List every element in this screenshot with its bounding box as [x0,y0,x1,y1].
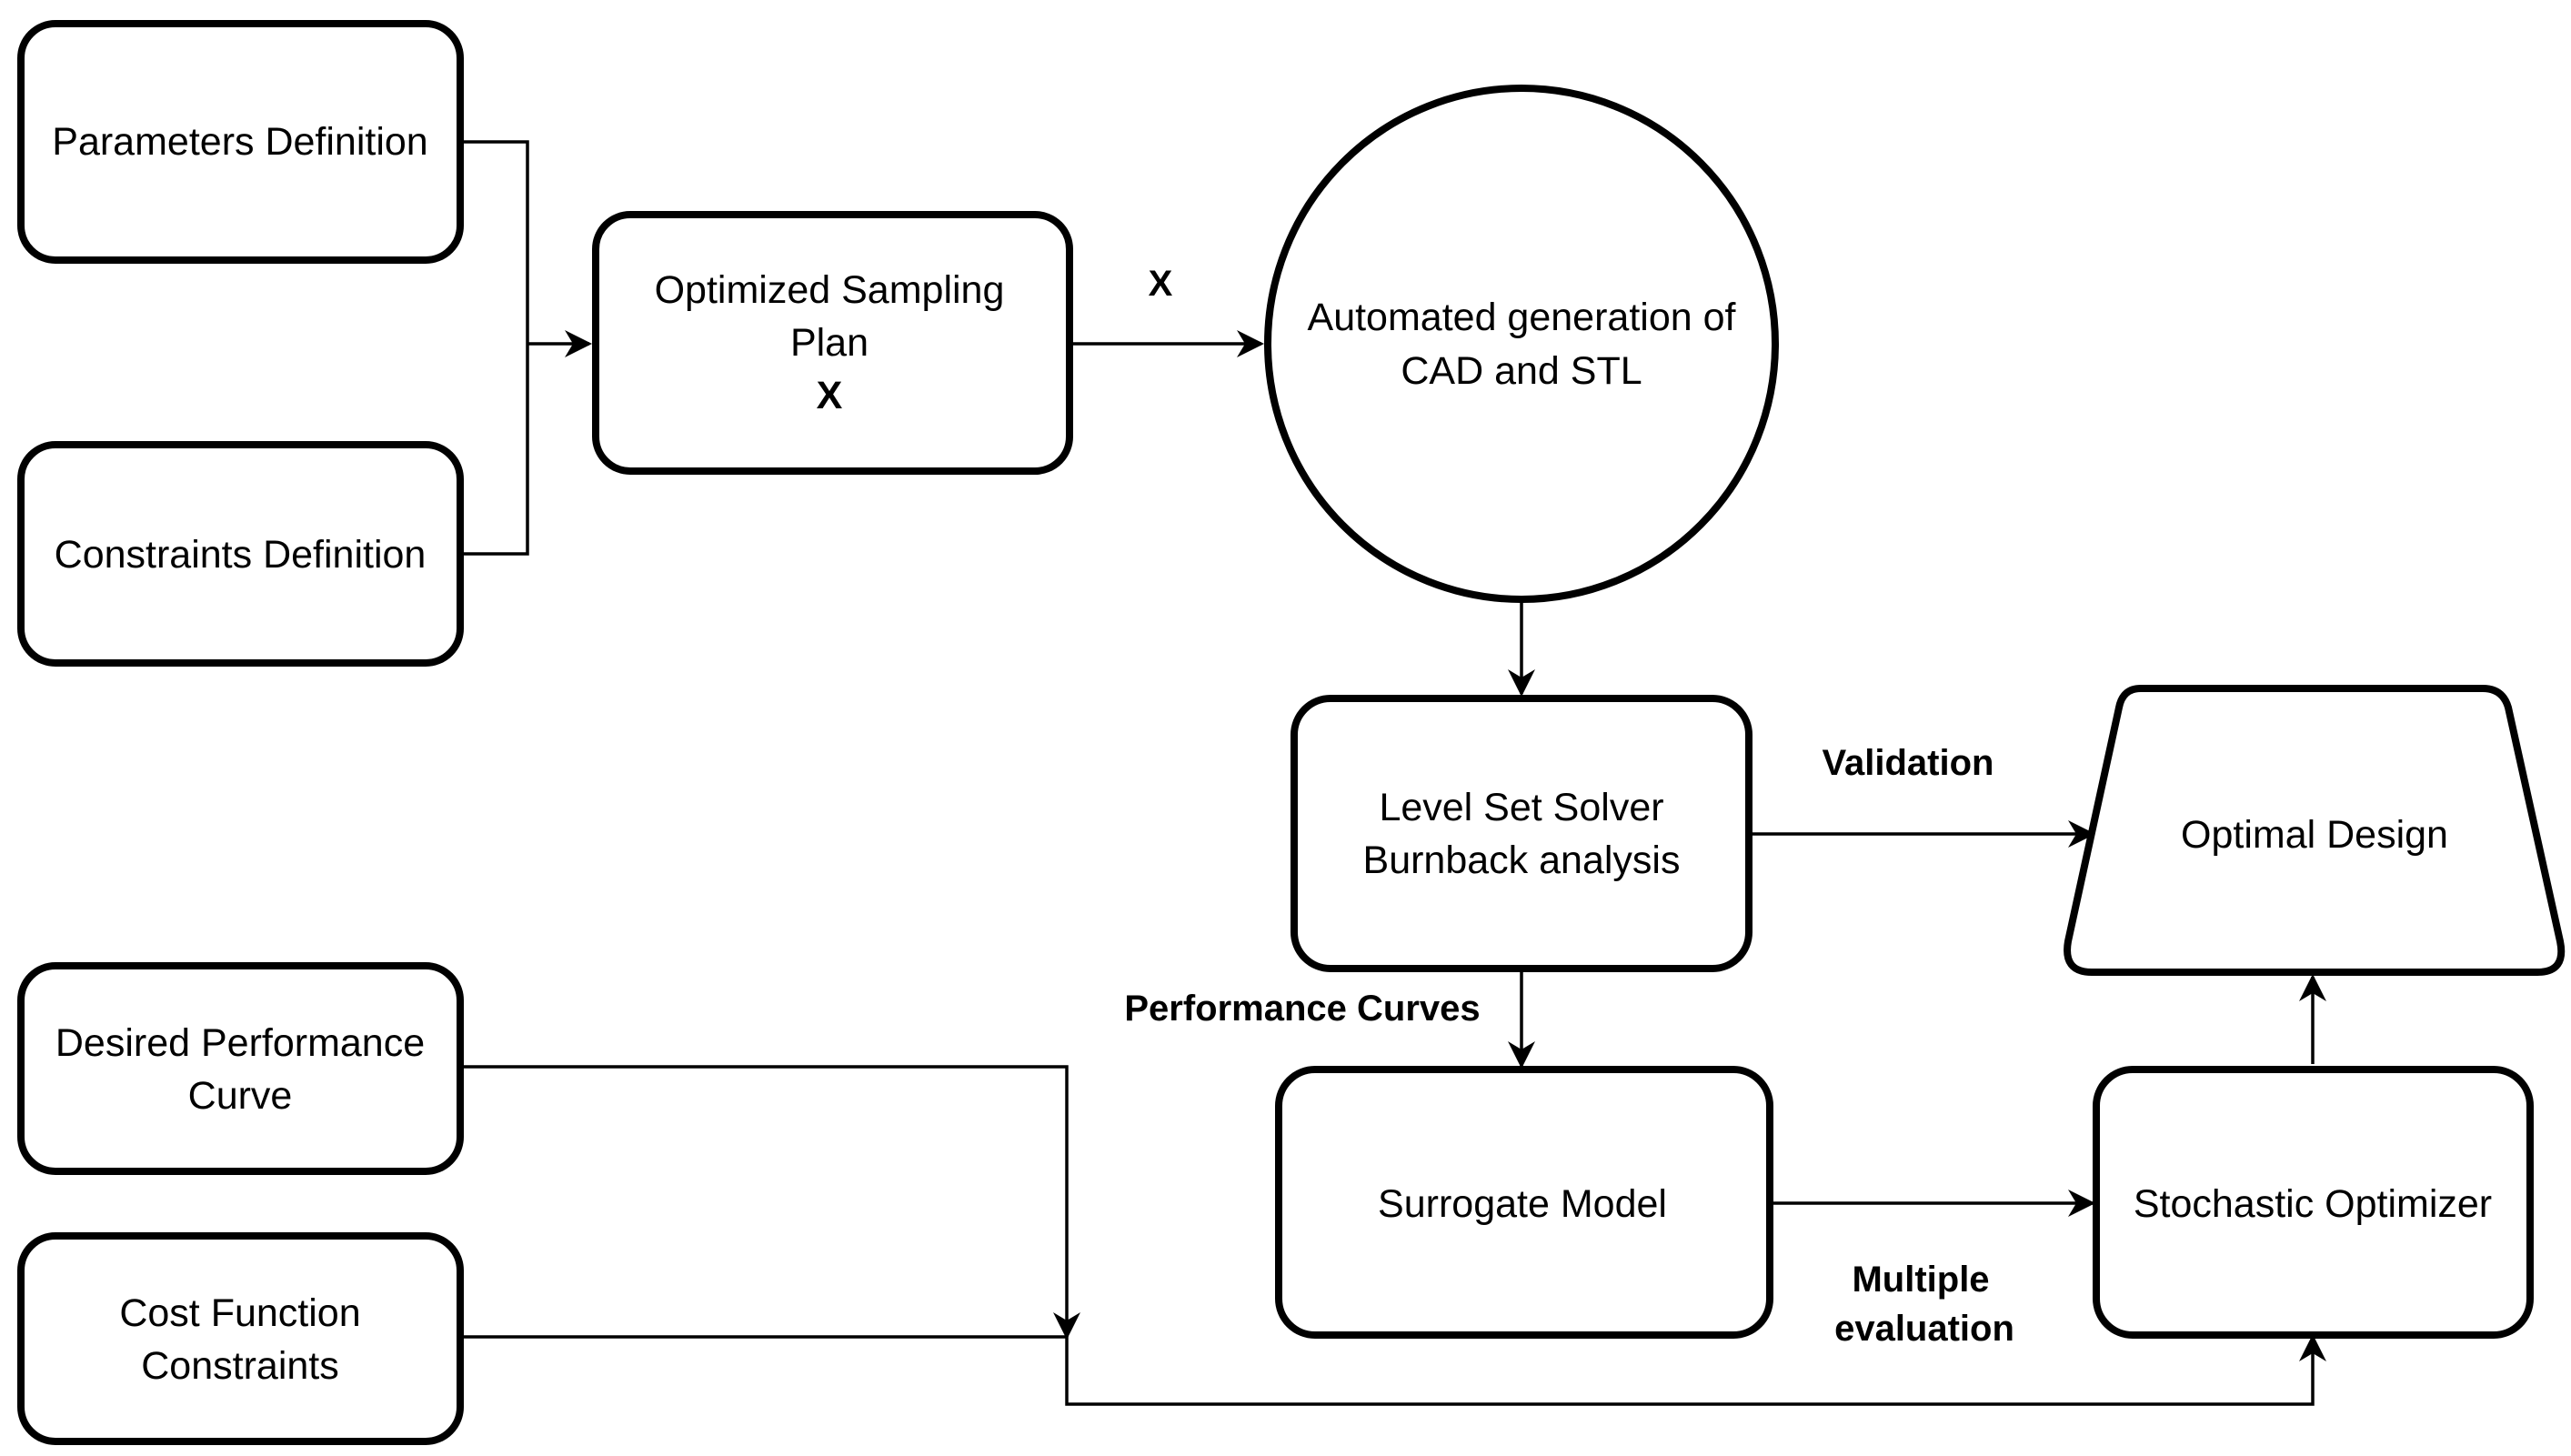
edge-label-multiple-evaluation: evaluation [1834,1309,2014,1349]
edge-parameters-to-merge [460,140,529,344]
node-stochastic-optimizer: Stochastic Optimizer [2093,1066,2534,1339]
edge-label-validation: Validation [1823,743,1994,783]
node-level-set-solver: Level Set Solver Burnback analysis [1291,695,1752,972]
node-label: CAD and STL [1401,349,1642,393]
edge-label-multiple-evaluation: Multiple [1852,1260,1989,1300]
node-optimal-design: Optimal Design [2064,685,2566,976]
node-label: Burnback analysis [1363,838,1681,882]
node-surrogate-model: Surrogate Model [1275,1066,1773,1339]
node-constraints-definition: Constraints Definition [17,441,464,667]
node-label: Cost Function [119,1291,360,1335]
edge-constraints-to-merge [460,344,529,556]
node-label-variable: X [817,374,843,417]
edge-label-performance-curves: Performance Curves [1124,989,1480,1029]
node-label: Automated generation of [1308,296,1737,339]
node-label: Parameters Definition [52,120,427,164]
edge-desired-performance-down [460,1065,1080,1340]
node-label: Level Set Solver [1379,786,1663,829]
node-label: Surrogate Model [1378,1182,1667,1226]
edge-label-x: X [1149,264,1173,304]
node-label: Constraints Definition [55,533,427,577]
node-label: Curve [188,1074,293,1118]
edge-cost-function-to-optimizer [460,1334,2326,1406]
node-label: Constraints [141,1344,338,1388]
node-parameters-definition: Parameters Definition [17,20,464,264]
node-desired-performance-curve: Desired Performance Curve [17,962,464,1175]
node-automated-cad-generation: Automated generation of CAD and STL [1264,85,1779,603]
node-label: Optimal Design [2181,813,2448,857]
node-label: Plan [790,321,869,365]
node-label: Desired Performance [55,1021,425,1065]
node-cost-function-constraints: Cost Function Constraints [17,1232,464,1445]
node-label: Stochastic Optimizer [2134,1182,2492,1226]
node-optimized-sampling-plan: Optimized Sampling Plan X [592,211,1073,475]
node-label: Optimized Sampling [655,268,1005,312]
